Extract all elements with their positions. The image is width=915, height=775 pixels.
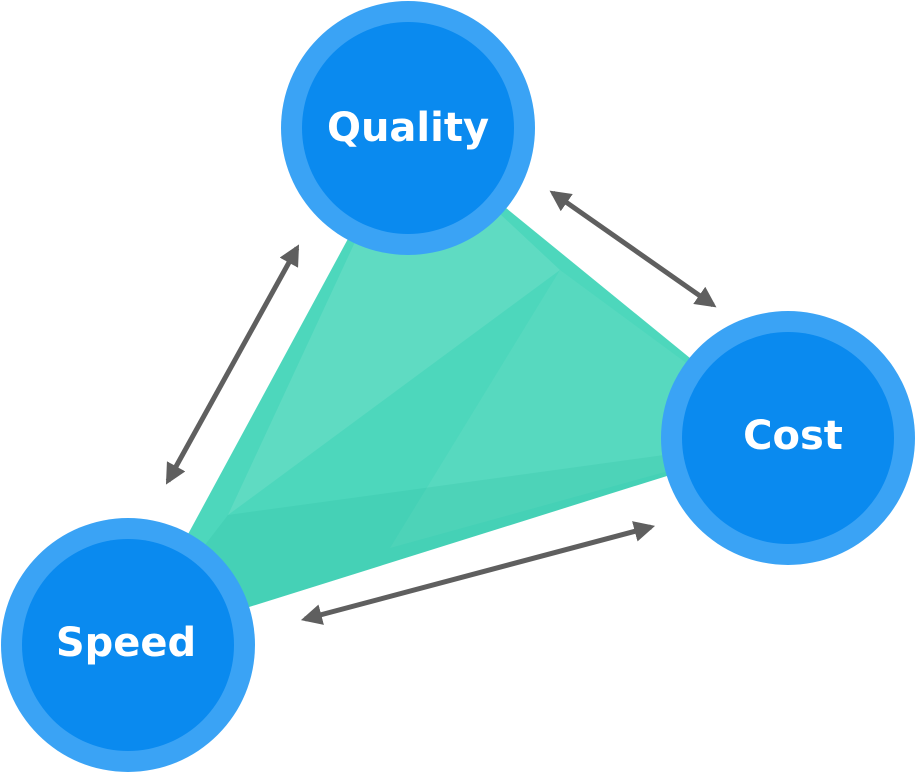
triangle-facet-main (128, 128, 788, 645)
arrows (165, 190, 717, 625)
cost-label: Cost (743, 413, 843, 459)
cost-node: Cost (661, 311, 915, 565)
quality-label: Quality (327, 105, 489, 151)
arrow-quality-speed (165, 244, 300, 485)
arrow-cost-speed (300, 521, 656, 625)
quality-node-core (302, 22, 514, 234)
triangle-facet-right (390, 270, 788, 548)
arrow-quality-cost (549, 190, 717, 308)
speed-label: Speed (56, 620, 196, 666)
quality-node: Quality (281, 1, 535, 255)
speed-node-core (22, 539, 234, 751)
cost-node-core (682, 332, 894, 544)
speed-node: Speed (1, 518, 255, 772)
